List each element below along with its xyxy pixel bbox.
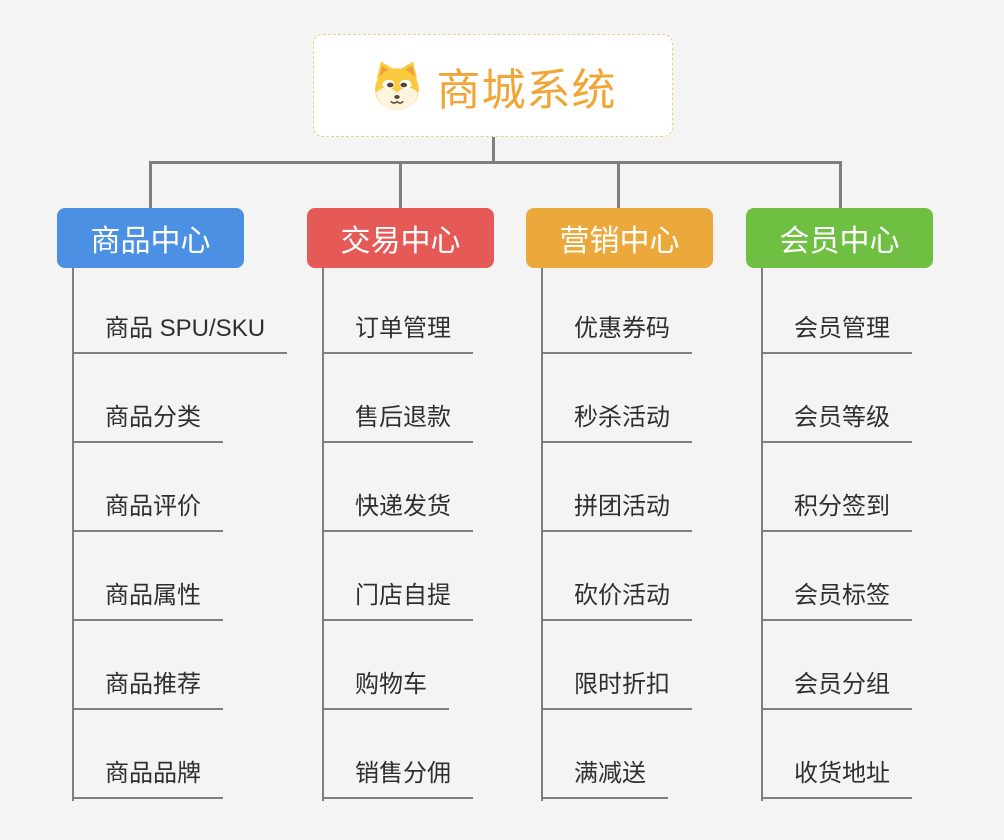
branch-leaves: 订单管理 售后退款 快递发货 门店自提 购物车 销售分佣 — [322, 268, 473, 799]
connector-drop-marketing — [617, 161, 620, 211]
leaf-node[interactable]: 收货地址 — [761, 760, 912, 799]
branch-trunk-line — [322, 268, 324, 801]
leaf-node[interactable]: 会员等级 — [761, 404, 912, 443]
connector-horizontal-bar — [149, 161, 842, 164]
branch-node-product-center[interactable]: 商品中心 — [57, 208, 244, 268]
leaf-node[interactable]: 商品评价 — [72, 493, 223, 532]
branch-trunk-line — [541, 268, 543, 801]
leaf-node[interactable]: 秒杀活动 — [541, 404, 692, 443]
leaf-node[interactable]: 订单管理 — [322, 315, 473, 354]
leaf-node[interactable]: 售后退款 — [322, 404, 473, 443]
branch-leaves: 优惠券码 秒杀活动 拼团活动 砍价活动 限时折扣 满减送 — [541, 268, 692, 799]
leaf-node[interactable]: 拼团活动 — [541, 493, 692, 532]
leaf-node[interactable]: 砍价活动 — [541, 582, 692, 621]
branch-trunk-line — [72, 268, 74, 801]
root-node[interactable]: 商城系统 — [313, 34, 673, 137]
leaf-node[interactable]: 满减送 — [541, 760, 668, 799]
leaf-node[interactable]: 商品推荐 — [72, 671, 223, 710]
leaf-node[interactable]: 优惠券码 — [541, 315, 692, 354]
leaf-node[interactable]: 商品分类 — [72, 404, 223, 443]
leaf-node[interactable]: 会员管理 — [761, 315, 912, 354]
leaf-node[interactable]: 商品属性 — [72, 582, 223, 621]
root-title: 商城系统 — [436, 65, 617, 115]
branch-product-center: 商品中心 商品 SPU/SKU 商品分类 商品评价 商品属性 商品推荐 商品品牌 — [57, 208, 288, 801]
branch-leaves: 会员管理 会员等级 积分签到 会员标签 会员分组 收货地址 — [761, 268, 912, 799]
leaf-node[interactable]: 会员分组 — [761, 671, 912, 710]
connector-drop-member — [839, 161, 842, 211]
connector-drop-product — [149, 161, 152, 211]
leaf-node[interactable]: 限时折扣 — [541, 671, 692, 710]
connector-root-stem — [492, 137, 495, 164]
dog-face-icon — [374, 61, 419, 110]
branch-node-marketing-center[interactable]: 营销中心 — [526, 208, 713, 268]
branch-member-center: 会员中心 会员管理 会员等级 积分签到 会员标签 会员分组 收货地址 — [746, 208, 933, 801]
leaf-node[interactable]: 商品 SPU/SKU — [72, 315, 288, 354]
branch-leaves: 商品 SPU/SKU 商品分类 商品评价 商品属性 商品推荐 商品品牌 — [72, 268, 288, 799]
leaf-node[interactable]: 积分签到 — [761, 493, 912, 532]
leaf-node[interactable]: 会员标签 — [761, 582, 912, 621]
leaf-node[interactable]: 销售分佣 — [322, 760, 473, 799]
leaf-node[interactable]: 门店自提 — [322, 582, 473, 621]
leaf-node[interactable]: 快递发货 — [322, 493, 473, 532]
branch-marketing-center: 营销中心 优惠券码 秒杀活动 拼团活动 砍价活动 限时折扣 满减送 — [526, 208, 713, 801]
branch-node-trade-center[interactable]: 交易中心 — [307, 208, 494, 268]
branch-trade-center: 交易中心 订单管理 售后退款 快递发货 门店自提 购物车 销售分佣 — [307, 208, 494, 801]
leaf-node[interactable]: 商品品牌 — [72, 760, 223, 799]
leaf-node[interactable]: 购物车 — [322, 671, 449, 710]
branch-node-member-center[interactable]: 会员中心 — [746, 208, 933, 268]
branch-trunk-line — [761, 268, 763, 801]
connector-drop-trade — [399, 161, 402, 211]
